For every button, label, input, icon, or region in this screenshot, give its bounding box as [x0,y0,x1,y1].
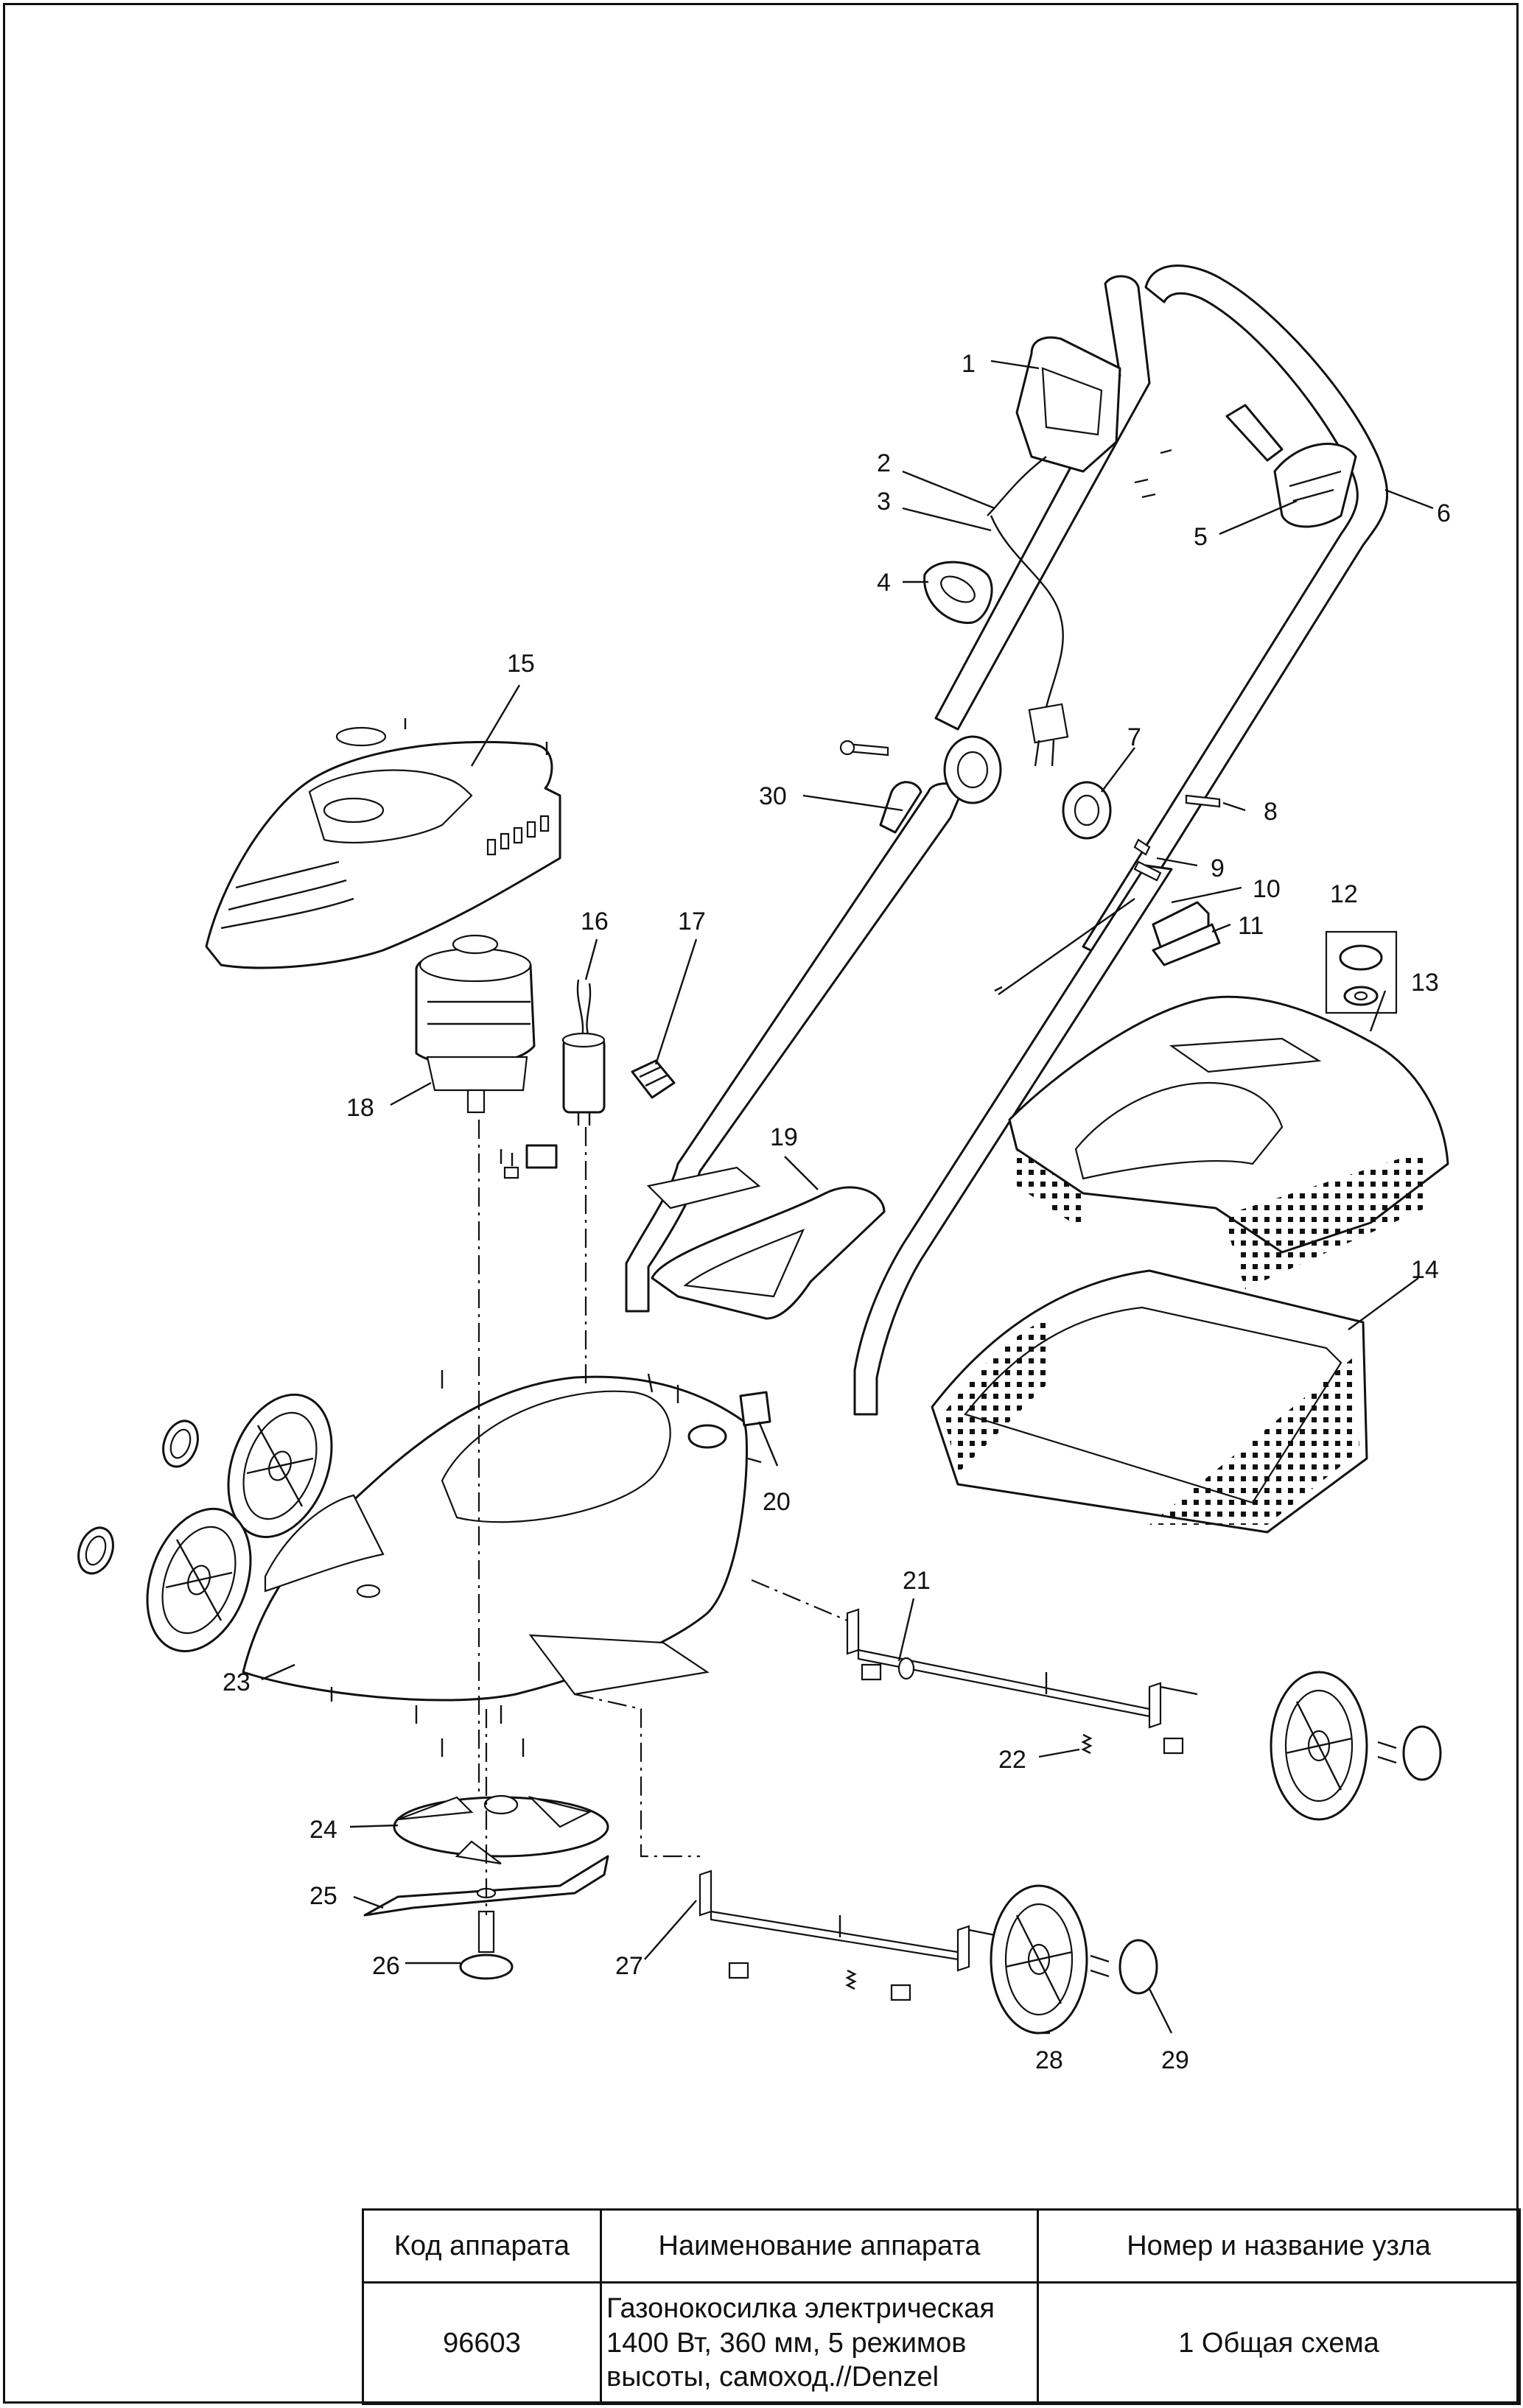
callout-20: 20 [763,1488,791,1516]
switch-box [987,336,1121,516]
grass-box-lid [1008,995,1449,1289]
cell-name-line-3: высоты, самоход.//Denzel [606,2362,939,2393]
cable-bracket [879,781,922,834]
cell-name-line-2: 1400 Вт, 360 мм, 5 режимов [606,2327,967,2359]
callout-4: 4 [877,569,891,597]
cell-code: 96603 [362,2281,602,2405]
callout-28: 28 [1035,2046,1063,2074]
title-block-table: Код аппарата Наименование аппарата Номер… [362,2208,1521,2405]
callout-7: 7 [1127,723,1141,751]
upper-handle-tube [934,275,1151,731]
callouts: 1 2 3 4 5 6 7 8 9 10 11 12 13 14 15 16 1… [223,350,1451,2074]
exploded-parts-diagram: 1 2 3 4 5 6 7 8 9 10 11 12 13 14 15 16 1… [77,264,1451,2074]
deck-screws [330,1687,525,1757]
cell-name-line-1: Газонокосилка электрическая [606,2293,995,2325]
power-cord [990,515,1069,767]
callout-16: 16 [581,908,609,936]
callout-11: 11 [1238,912,1264,940]
callout-18: 18 [346,1094,374,1122]
axle-brackets [728,1663,1184,2001]
screws-handle [1134,449,1172,499]
height-spring [845,1733,1093,1990]
blade-bolt [459,1910,514,1980]
callout-25: 25 [309,1882,337,1910]
hubcaps-left [77,1419,199,1575]
callout-2: 2 [877,449,891,477]
rear-axle [846,1608,1198,1729]
callout-23: 23 [223,1668,251,1696]
callout-24: 24 [309,1816,337,1844]
hubcap-rear-right [1377,1725,1442,1781]
callout-13: 13 [1411,969,1439,997]
wheel-rear-left [227,1393,333,1539]
callout-27: 27 [615,1952,643,1980]
grass-box-handle [646,1166,886,1320]
bowden-cable [994,898,1135,995]
leader-lines [261,359,1434,2035]
callout-6: 6 [1437,499,1451,527]
callout-9: 9 [1211,854,1225,882]
callout-15: 15 [507,650,535,678]
callout-8: 8 [1264,798,1278,826]
callout-26: 26 [372,1952,400,1980]
header-code: Код аппарата [362,2208,602,2284]
handle-knob-right [1062,781,1221,856]
header-name: Наименование аппарата [600,2208,1039,2284]
handle-knob-left [839,735,1002,804]
motor [415,934,536,1114]
deck-clip [739,1391,771,1464]
table-header-row: Код аппарата Наименование аппарата Номер… [362,2208,1521,2284]
hubcap-front-right [1090,1939,1158,1995]
handle-bar [1082,264,1389,959]
assembly-lines [477,1120,848,1915]
callout-14: 14 [1411,1256,1439,1284]
callout-12: 12 [1330,880,1358,908]
capacitor [561,979,606,1126]
callout-3: 3 [877,488,891,516]
grass-box-basket [931,1269,1368,1534]
callout-10: 10 [1253,875,1281,903]
mulching-plug [1152,923,1221,966]
terminal-block [500,1144,558,1179]
callout-22: 22 [998,1746,1026,1774]
callout-30: 30 [759,782,787,810]
callout-19: 19 [770,1123,798,1151]
lower-handle-right [853,864,1173,1416]
fan [393,1794,609,1865]
cell-node: 1 Общая схема [1037,2281,1521,2405]
callout-5: 5 [1194,523,1208,551]
nut-and-washer-box [1325,930,1398,1014]
mower-deck [242,1370,748,1702]
callout-29: 29 [1161,2046,1189,2074]
callout-17: 17 [678,908,706,936]
wheel-front-right [990,1884,1088,2035]
callout-1: 1 [962,350,976,378]
motor-cover [205,718,561,969]
callout-21: 21 [903,1567,931,1595]
cell-name: Газонокосилка электрическая 1400 Вт, 360… [600,2281,1039,2405]
header-node: Номер и название узла [1037,2208,1521,2284]
front-axle [699,1870,1006,1972]
carbon-brush [631,1059,676,1099]
wheel-rear-right [1270,1671,1368,1821]
cable-clip [923,561,993,625]
height-adjust-lever [1225,404,1357,528]
table-row: 96603 Газонокосилка электрическая 1400 В… [362,2281,1521,2405]
wheel-front-left [146,1507,252,1653]
